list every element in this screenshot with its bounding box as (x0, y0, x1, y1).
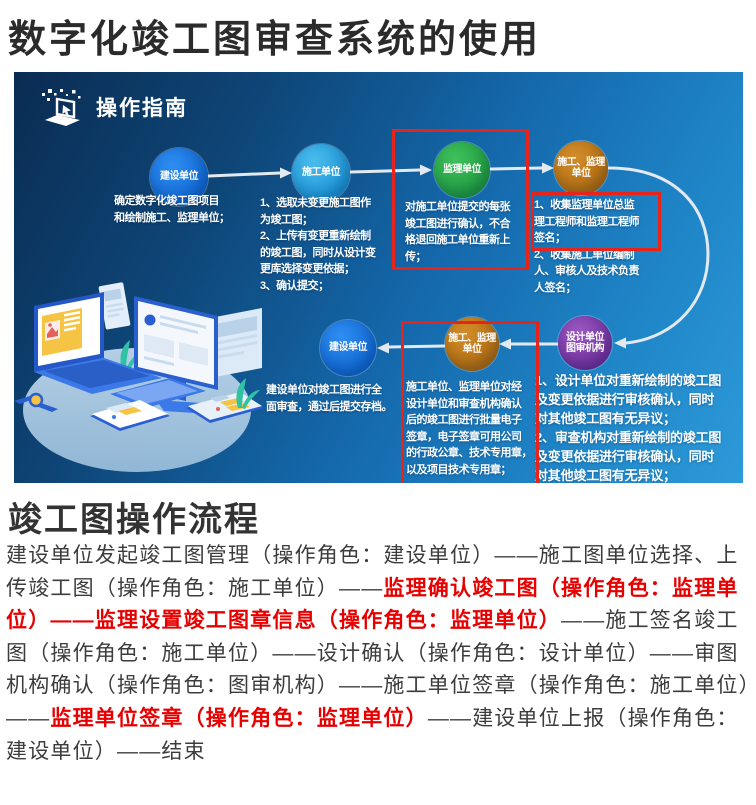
workspace-illustration (14, 282, 264, 472)
page-title: 数字化竣工图审查系统的使用 (8, 19, 542, 61)
laptop-pixels-icon (42, 89, 81, 126)
floating-page (98, 282, 131, 330)
floating-panel (210, 308, 262, 378)
flow-description: 建设单位发起竣工图管理（操作角色：建设单位）——施工图单位选择、上传竣工图（操作… (6, 540, 751, 768)
node-desc-signatures: 1、收集监理单位总监理工程师和监理工程师签名；2、收集施工单位编制人、审核人及技… (534, 199, 640, 294)
node-desc-design-review: 1、设计单位对重新绘制的竣工图及变更依据进行审核确认，同时对其他竣工图有无异议；… (535, 373, 722, 483)
flow-segment-1: 建设单位发起竣工图管理（操作角色：建设单位）——施工图单位选择、上传竣工图（操作… (6, 544, 739, 600)
node-desc-construction: 确定数字化竣工图项目和绘制施工、监理单位； (114, 195, 230, 224)
keyboard-illustration (110, 378, 206, 408)
flow-node-construction-final-review: 建设单位 (320, 320, 376, 376)
flow-node-contractor-unit: 施工单位 (292, 144, 350, 202)
watch-illustration (14, 392, 58, 412)
flow-node-contractor-supervision-unit: 施工、监理单位 (554, 141, 608, 195)
tablet-illustration (90, 400, 170, 431)
node-desc-final-review: 建设单位对竣工图进行全面审查，通过后提交存档。 (266, 384, 393, 413)
node-desc-electronic-seal: 施工单位、监理单位对经设计单位和审查机构确认后的竣工图进行批量电子签章，电子签章… (406, 381, 533, 476)
monitor-illustration (134, 296, 218, 414)
flow-node-contractor-supervision-sign: 施工、监理单位 (445, 317, 499, 371)
flow-node-construction-unit: 建设单位 (150, 148, 208, 206)
flow-segment-4-highlight: 监理单位签章（操作角色：监理单位） (50, 706, 428, 730)
flow-node-supervision-unit: 监理单位 (434, 142, 490, 198)
flow-segment-3: ——施工签名竣工图（操作角色：施工单位）——设计确认（操作角色：设计单位）——审… (6, 609, 751, 730)
node-desc-supervision: 对施工单位提交的每张竣工图进行确认，不合格退回施工单位重新上传； (405, 201, 511, 263)
banner-header: 操作指南 (38, 86, 188, 128)
laptop-illustration (34, 292, 162, 394)
node-desc-contractor: 1、选取未变更施工图作为竣工图；2、上传有变更重新绘制的竣工图，同时从设计变更库… (260, 197, 376, 292)
operation-guide-banner: 操作指南 建设单位 施工单位 监理单位 施工、监理单位 设计单位图审机构 施工、… (14, 72, 743, 483)
plant-icon-right (236, 378, 260, 409)
banner-title: 操作指南 (96, 97, 188, 120)
flow-arrows (207, 162, 710, 354)
flow-segment-5: ——建设单位上报（操作角色：建设单位）——结束 (6, 706, 739, 763)
flow-node-design-review-unit: 设计单位图审机构 (558, 316, 612, 370)
section-title: 竣工图操作流程 (8, 501, 260, 539)
flow-segment-2-highlight: 监理确认竣工图（操作角色：监理单位）——监理设置竣工图章信息（操作角色：监理单位… (6, 576, 739, 633)
